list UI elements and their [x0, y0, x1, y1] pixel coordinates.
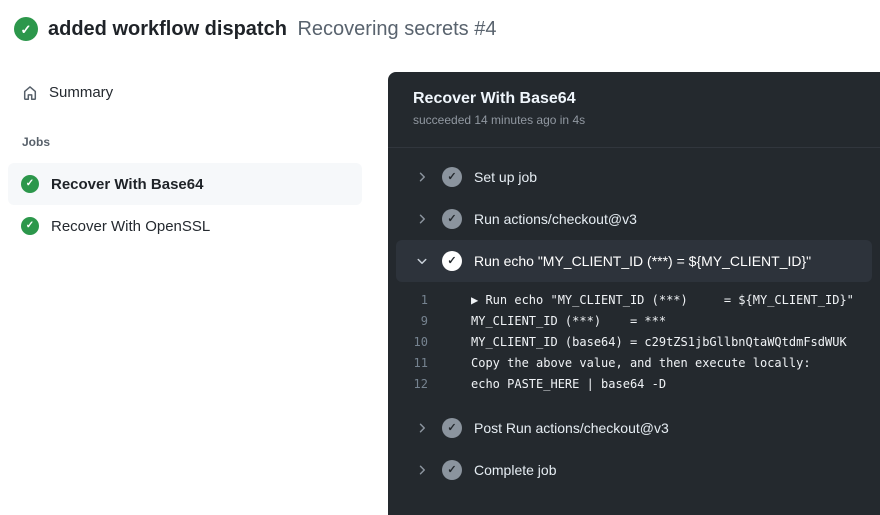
log-line-number[interactable]: 1 [420, 293, 428, 307]
chevron-right-icon[interactable] [416, 422, 428, 434]
log-line-number[interactable]: 11 [413, 356, 428, 370]
job-log-panel: Recover With Base64 succeeded 14 minutes… [388, 72, 880, 515]
step-complete-job[interactable]: Complete job [388, 449, 880, 491]
success-check-circle-icon [21, 217, 39, 235]
job-item-recover-with-base64[interactable]: Recover With Base64 [8, 163, 362, 205]
sidebar-item-summary[interactable]: Summary [22, 84, 113, 101]
home-icon [22, 85, 38, 101]
step-success-icon [442, 418, 462, 438]
log-line: 12 echo PASTE_HERE | base64 -D [388, 374, 880, 395]
step-set-up-job[interactable]: Set up job [388, 156, 880, 198]
log-line-text: MY_CLIENT_ID (***) = *** [471, 314, 667, 328]
job-title: Recover With Base64 [413, 90, 576, 107]
log-line-number[interactable]: 10 [413, 335, 428, 349]
success-check-circle-icon [14, 17, 38, 41]
log-line: 9 MY_CLIENT_ID (***) = *** [388, 311, 880, 332]
chevron-right-icon[interactable] [416, 464, 428, 476]
run-header: added workflow dispatch Recovering secre… [0, 0, 880, 58]
log-line-number[interactable]: 12 [413, 377, 428, 391]
step-success-icon [442, 251, 462, 271]
job-item-recover-with-openssl[interactable]: Recover With OpenSSL [8, 205, 362, 247]
log-line: 10 MY_CLIENT_ID (base64) = c29tZS1jbGllb… [388, 332, 880, 353]
step-label: Run echo "MY_CLIENT_ID (***) = ${MY_CLIE… [474, 253, 812, 269]
sidebar: Summary Jobs Recover With Base64 Recover… [0, 58, 380, 515]
step-run-echo-my-client-id[interactable]: Run echo "MY_CLIENT_ID (***) = ${MY_CLIE… [396, 240, 872, 282]
log-line: 11 Copy the above value, and then execut… [388, 353, 880, 374]
job-label: Recover With Base64 [51, 175, 204, 193]
jobs-list: Recover With Base64 Recover With OpenSSL [8, 163, 362, 247]
log-line-number[interactable]: 9 [420, 314, 428, 328]
step-label: Post Run actions/checkout@v3 [474, 420, 669, 436]
log-line-text: ▶ Run echo "MY_CLIENT_ID (***) = ${MY_CL… [471, 293, 854, 307]
step-success-icon [442, 460, 462, 480]
page-title: added workflow dispatch Recovering secre… [48, 18, 496, 41]
chevron-down-icon[interactable] [416, 255, 428, 267]
step-label: Complete job [474, 462, 557, 478]
step-post-run-actions-checkout[interactable]: Post Run actions/checkout@v3 [388, 407, 880, 449]
log-line-text: echo PASTE_HERE | base64 -D [471, 377, 667, 391]
job-status-text: succeeded 14 minutes ago in 4s [413, 113, 586, 127]
chevron-right-icon[interactable] [416, 171, 428, 183]
summary-label: Summary [49, 84, 114, 101]
jobs-section-heading: Jobs [22, 135, 51, 149]
chevron-right-icon[interactable] [416, 213, 428, 225]
log-line: 1 ▶ Run echo "MY_CLIENT_ID (***) = ${MY_… [388, 290, 880, 311]
success-check-circle-icon [21, 175, 39, 193]
log-line-text: MY_CLIENT_ID (base64) = c29tZS1jbGllbnQt… [471, 335, 847, 349]
steps-list: Set up job Run actions/checkout@v3 Run e… [388, 148, 880, 491]
step-label: Set up job [474, 169, 538, 185]
step-success-icon [442, 209, 462, 229]
commit-message: added workflow dispatch [48, 17, 287, 40]
log-line-text: Copy the above value, and then execute l… [471, 356, 811, 370]
step-label: Run actions/checkout@v3 [474, 211, 637, 227]
step-success-icon [442, 167, 462, 187]
step-run-actions-checkout[interactable]: Run actions/checkout@v3 [388, 198, 880, 240]
run-name: Recovering secrets #4 [297, 17, 497, 40]
job-panel-header: Recover With Base64 succeeded 14 minutes… [388, 72, 880, 148]
step-log-output: 1 ▶ Run echo "MY_CLIENT_ID (***) = ${MY_… [388, 282, 880, 407]
job-label: Recover With OpenSSL [51, 217, 211, 235]
